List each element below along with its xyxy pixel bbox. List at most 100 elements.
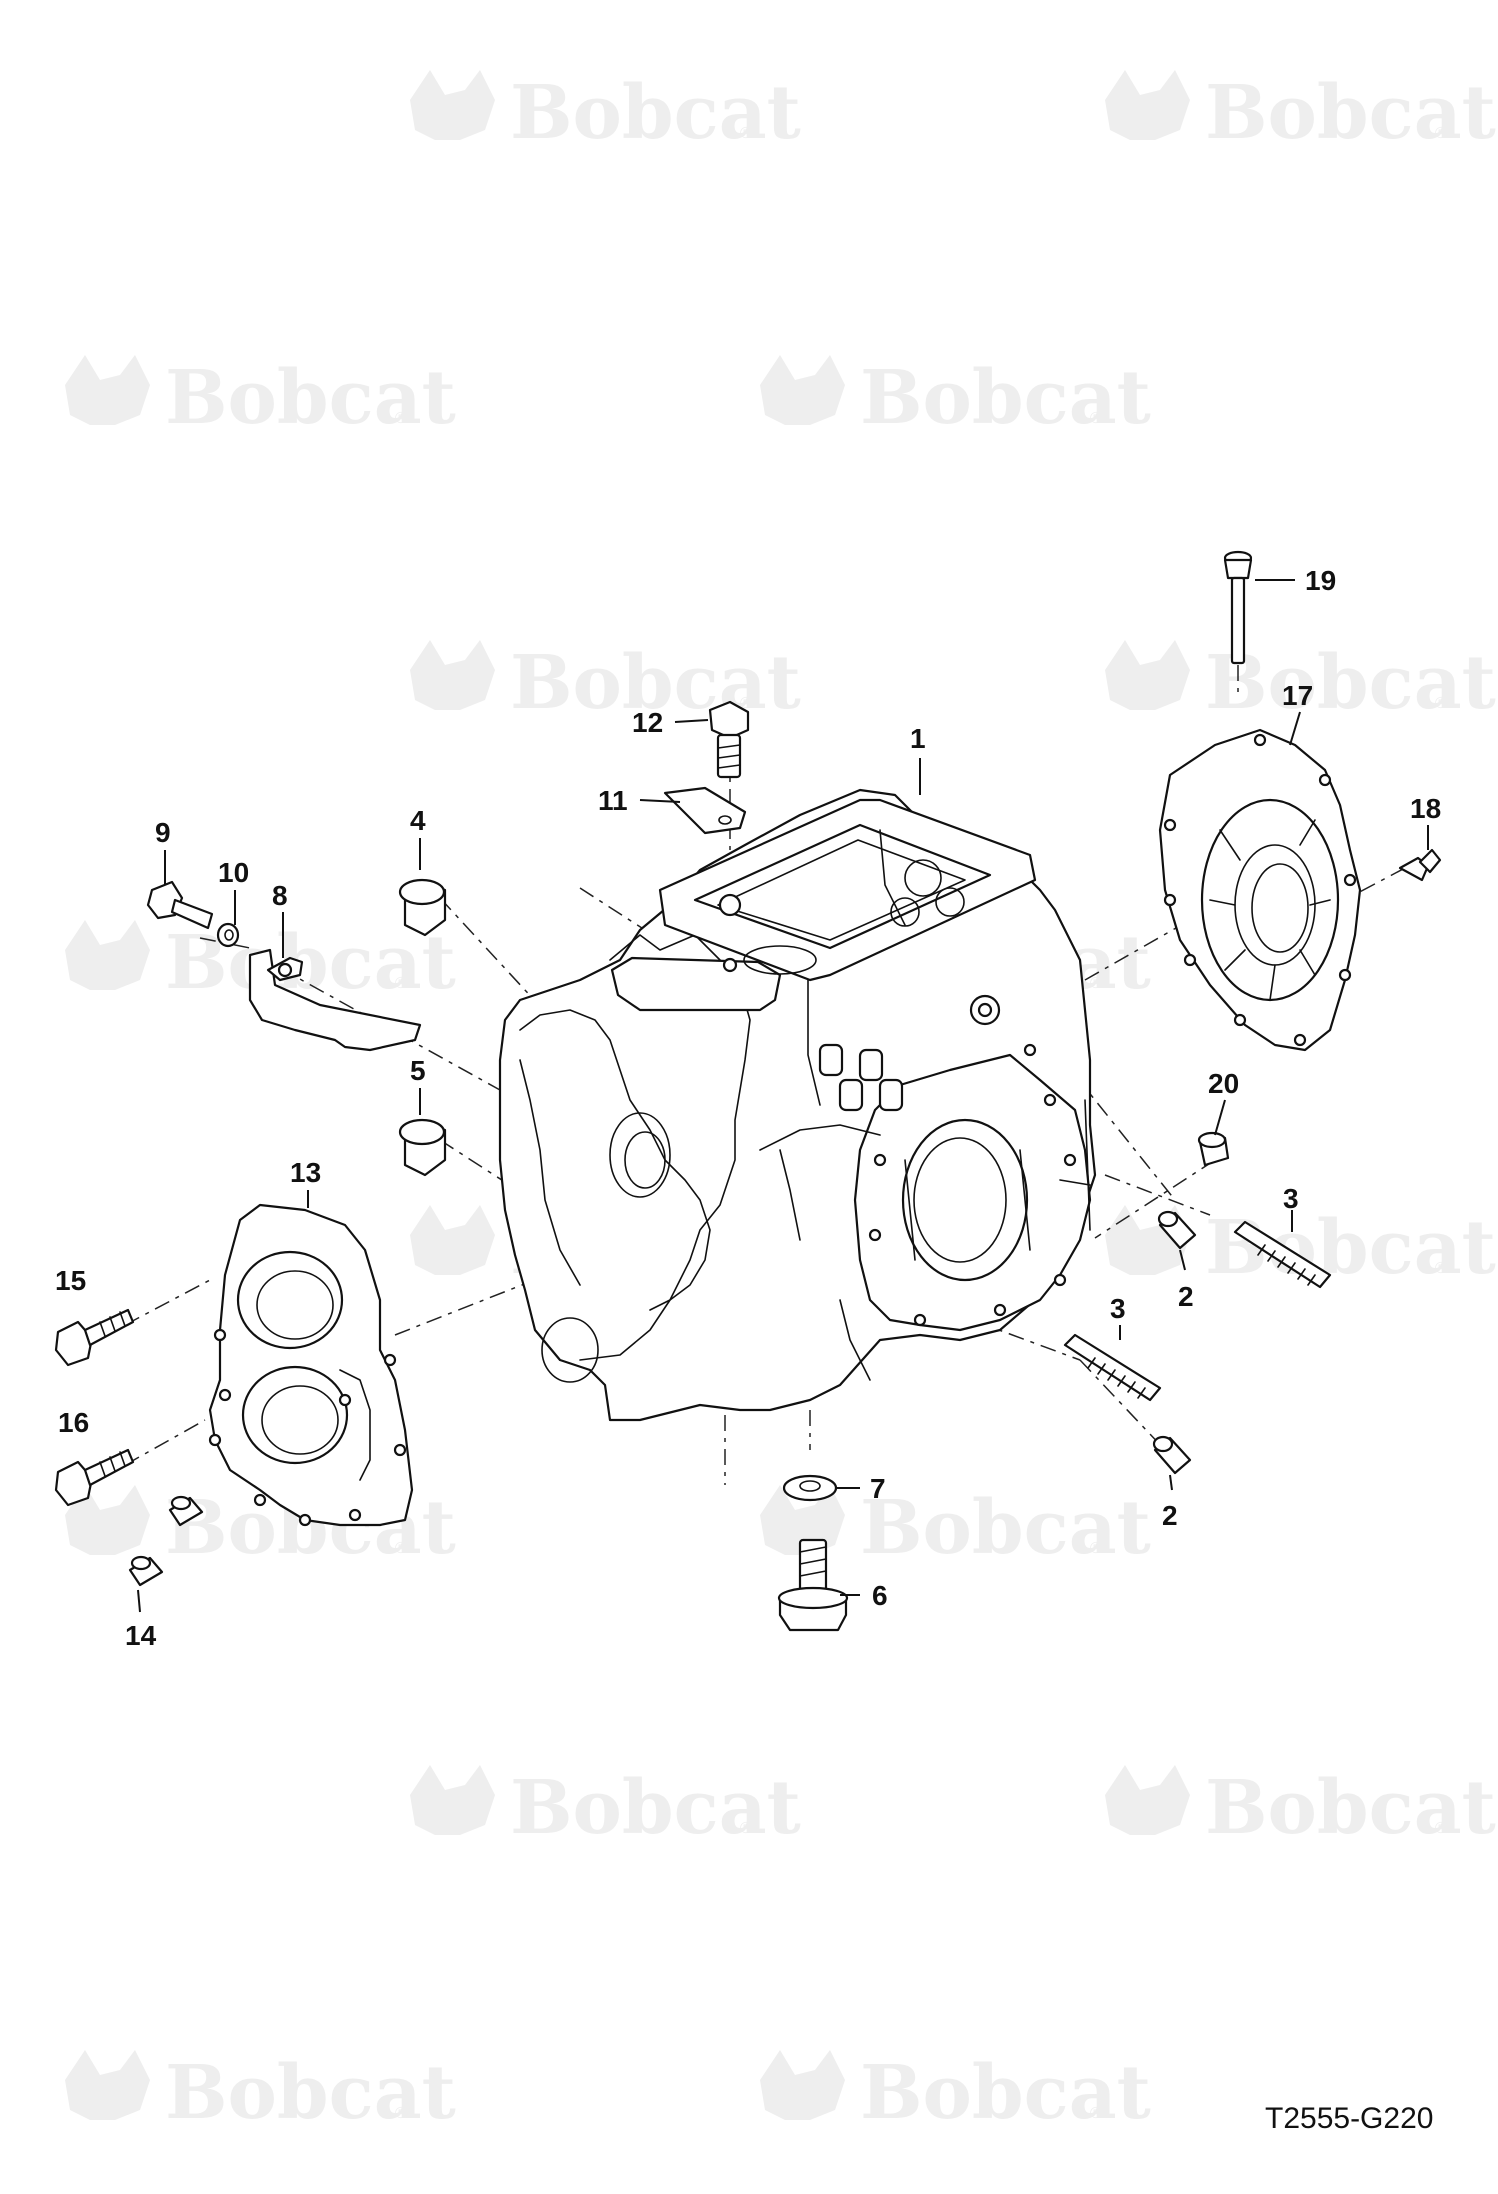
watermark-registered: ® [740, 695, 752, 712]
watermark-tile: Bobcat ® [65, 2050, 456, 2136]
callout-3-lower: 3 [1110, 1293, 1126, 1324]
watermark-tile: Bobcat ® [760, 2050, 1151, 2136]
washer [782, 1474, 838, 1502]
watermark-tile: Bobcat ® [410, 1765, 801, 1851]
watermark-tile: Bobcat ® [410, 640, 801, 726]
plug-lower [398, 1118, 447, 1177]
stud-lower [1063, 1333, 1162, 1402]
watermark-text: Bobcat [1205, 1205, 1496, 1291]
watermark-registered: ® [1435, 1260, 1447, 1277]
callout-8: 8 [272, 880, 288, 911]
watermark-text: Bobcat [1205, 1765, 1496, 1851]
watermark-registered: ® [1435, 695, 1447, 712]
callout-6: 6 [872, 1580, 888, 1611]
callout-15: 15 [55, 1265, 86, 1296]
watermark-registered: ® [1435, 1820, 1447, 1837]
bobcat-logo-icon [410, 1205, 495, 1275]
plug-upper [398, 878, 447, 937]
watermark-registered: ® [395, 410, 407, 427]
watermark-registered: ® [1090, 2105, 1102, 2122]
callout-2-upper: 2 [1178, 1281, 1194, 1312]
callout-13: 13 [290, 1157, 321, 1188]
callout-5: 5 [410, 1055, 426, 1086]
watermark-text: Bobcat [1205, 640, 1496, 726]
callout-11: 11 [598, 785, 628, 816]
watermark-text: Bobcat [860, 1485, 1151, 1571]
watermark-text: Bobcat [510, 1765, 801, 1851]
watermark-registered: ® [395, 975, 407, 992]
watermark-text: Bobcat [165, 920, 456, 1006]
drawing-reference: T2555-G220 [1265, 2102, 1433, 2135]
dowel-pin-lower [1152, 1435, 1192, 1475]
bobcat-logo-icon [1105, 1765, 1190, 1835]
bolt-fifteen [54, 1308, 135, 1367]
bobcat-logo-icon [410, 70, 495, 140]
callout-17: 17 [1282, 680, 1313, 711]
watermark-text: Bobcat [165, 2050, 456, 2136]
watermark-text: Bobcat [165, 355, 456, 441]
drain-bolt [777, 1538, 849, 1632]
bobcat-logo-icon [410, 640, 495, 710]
watermark-text: Bobcat [510, 70, 801, 156]
watermark-registered: ® [1435, 125, 1447, 142]
bobcat-logo-icon [410, 1765, 495, 1835]
callout-3-upper: 3 [1283, 1183, 1299, 1214]
bobcat-logo-icon [65, 355, 150, 425]
dowel-pin-upper [1157, 1210, 1197, 1250]
watermark-tile: Bobcat ® [1105, 1765, 1496, 1851]
watermark-registered: ® [395, 1540, 407, 1557]
bracket-plate [248, 948, 422, 1052]
watermark-tile: Bobcat ® [65, 920, 456, 1006]
watermark-registered: ® [740, 125, 752, 142]
bolt-eighteen [1398, 848, 1442, 882]
bobcat-logo-icon [760, 355, 845, 425]
bobcat-logo-icon [65, 920, 150, 990]
watermark-registered: ® [395, 2105, 407, 2122]
callout-14: 14 [125, 1620, 157, 1651]
callout-7: 7 [870, 1473, 886, 1504]
bobcat-logo-icon [760, 2050, 845, 2120]
dowel-fourteen-lower [128, 1555, 164, 1587]
watermark-text: Bobcat [860, 2050, 1151, 2136]
washer-ten [216, 922, 240, 948]
watermark-registered: ® [1090, 410, 1102, 427]
bolt-twelve [708, 700, 750, 779]
bobcat-logo-icon [1105, 70, 1190, 140]
rear-cover [1158, 728, 1362, 1052]
transmission-case [498, 788, 1097, 1422]
watermark-tile: Bobcat ® [1105, 1205, 1496, 1291]
bobcat-logo-icon [65, 1485, 150, 1555]
watermark-text: Bobcat [860, 355, 1151, 441]
plug-twenty [1197, 1131, 1230, 1167]
callout-12: 12 [632, 707, 663, 738]
watermark-tile: Bobcat ® [760, 1485, 1151, 1571]
callout-10: 10 [218, 857, 249, 888]
watermark-text: Bobcat [1205, 70, 1496, 156]
clamp-plate [663, 786, 747, 835]
watermark-registered: ® [1090, 1540, 1102, 1557]
callout-19: 19 [1305, 565, 1336, 596]
bobcat-logo-icon [1105, 640, 1190, 710]
callout-labels: 1 2 2 3 3 4 5 6 7 8 9 10 11 12 13 14 15 … [55, 565, 1441, 1651]
watermark-tile: Bobcat ® [65, 355, 456, 441]
watermark-tile: Bobcat ® [410, 70, 801, 156]
dowel-fourteen-upper [168, 1495, 204, 1527]
watermark-registered: ® [740, 1820, 752, 1837]
callout-18: 18 [1410, 793, 1441, 824]
callout-2-lower: 2 [1162, 1500, 1178, 1531]
bobcat-logo-icon [760, 1485, 845, 1555]
callout-4: 4 [410, 805, 426, 836]
bobcat-logo-icon [65, 2050, 150, 2120]
watermark-tile: Bobcat ® [1105, 70, 1496, 156]
callout-16: 16 [58, 1407, 89, 1438]
callout-20: 20 [1208, 1068, 1239, 1099]
bolt-nine [146, 880, 214, 930]
dipstick [1223, 550, 1253, 665]
watermark-tile: Bobcat ® [760, 355, 1151, 441]
side-cover [208, 1203, 414, 1527]
bolt-sixteen [54, 1448, 135, 1507]
stud-upper [1233, 1220, 1332, 1289]
watermark-tile: Bobcat ® [1105, 640, 1496, 726]
watermark-registered: ® [1090, 975, 1102, 992]
